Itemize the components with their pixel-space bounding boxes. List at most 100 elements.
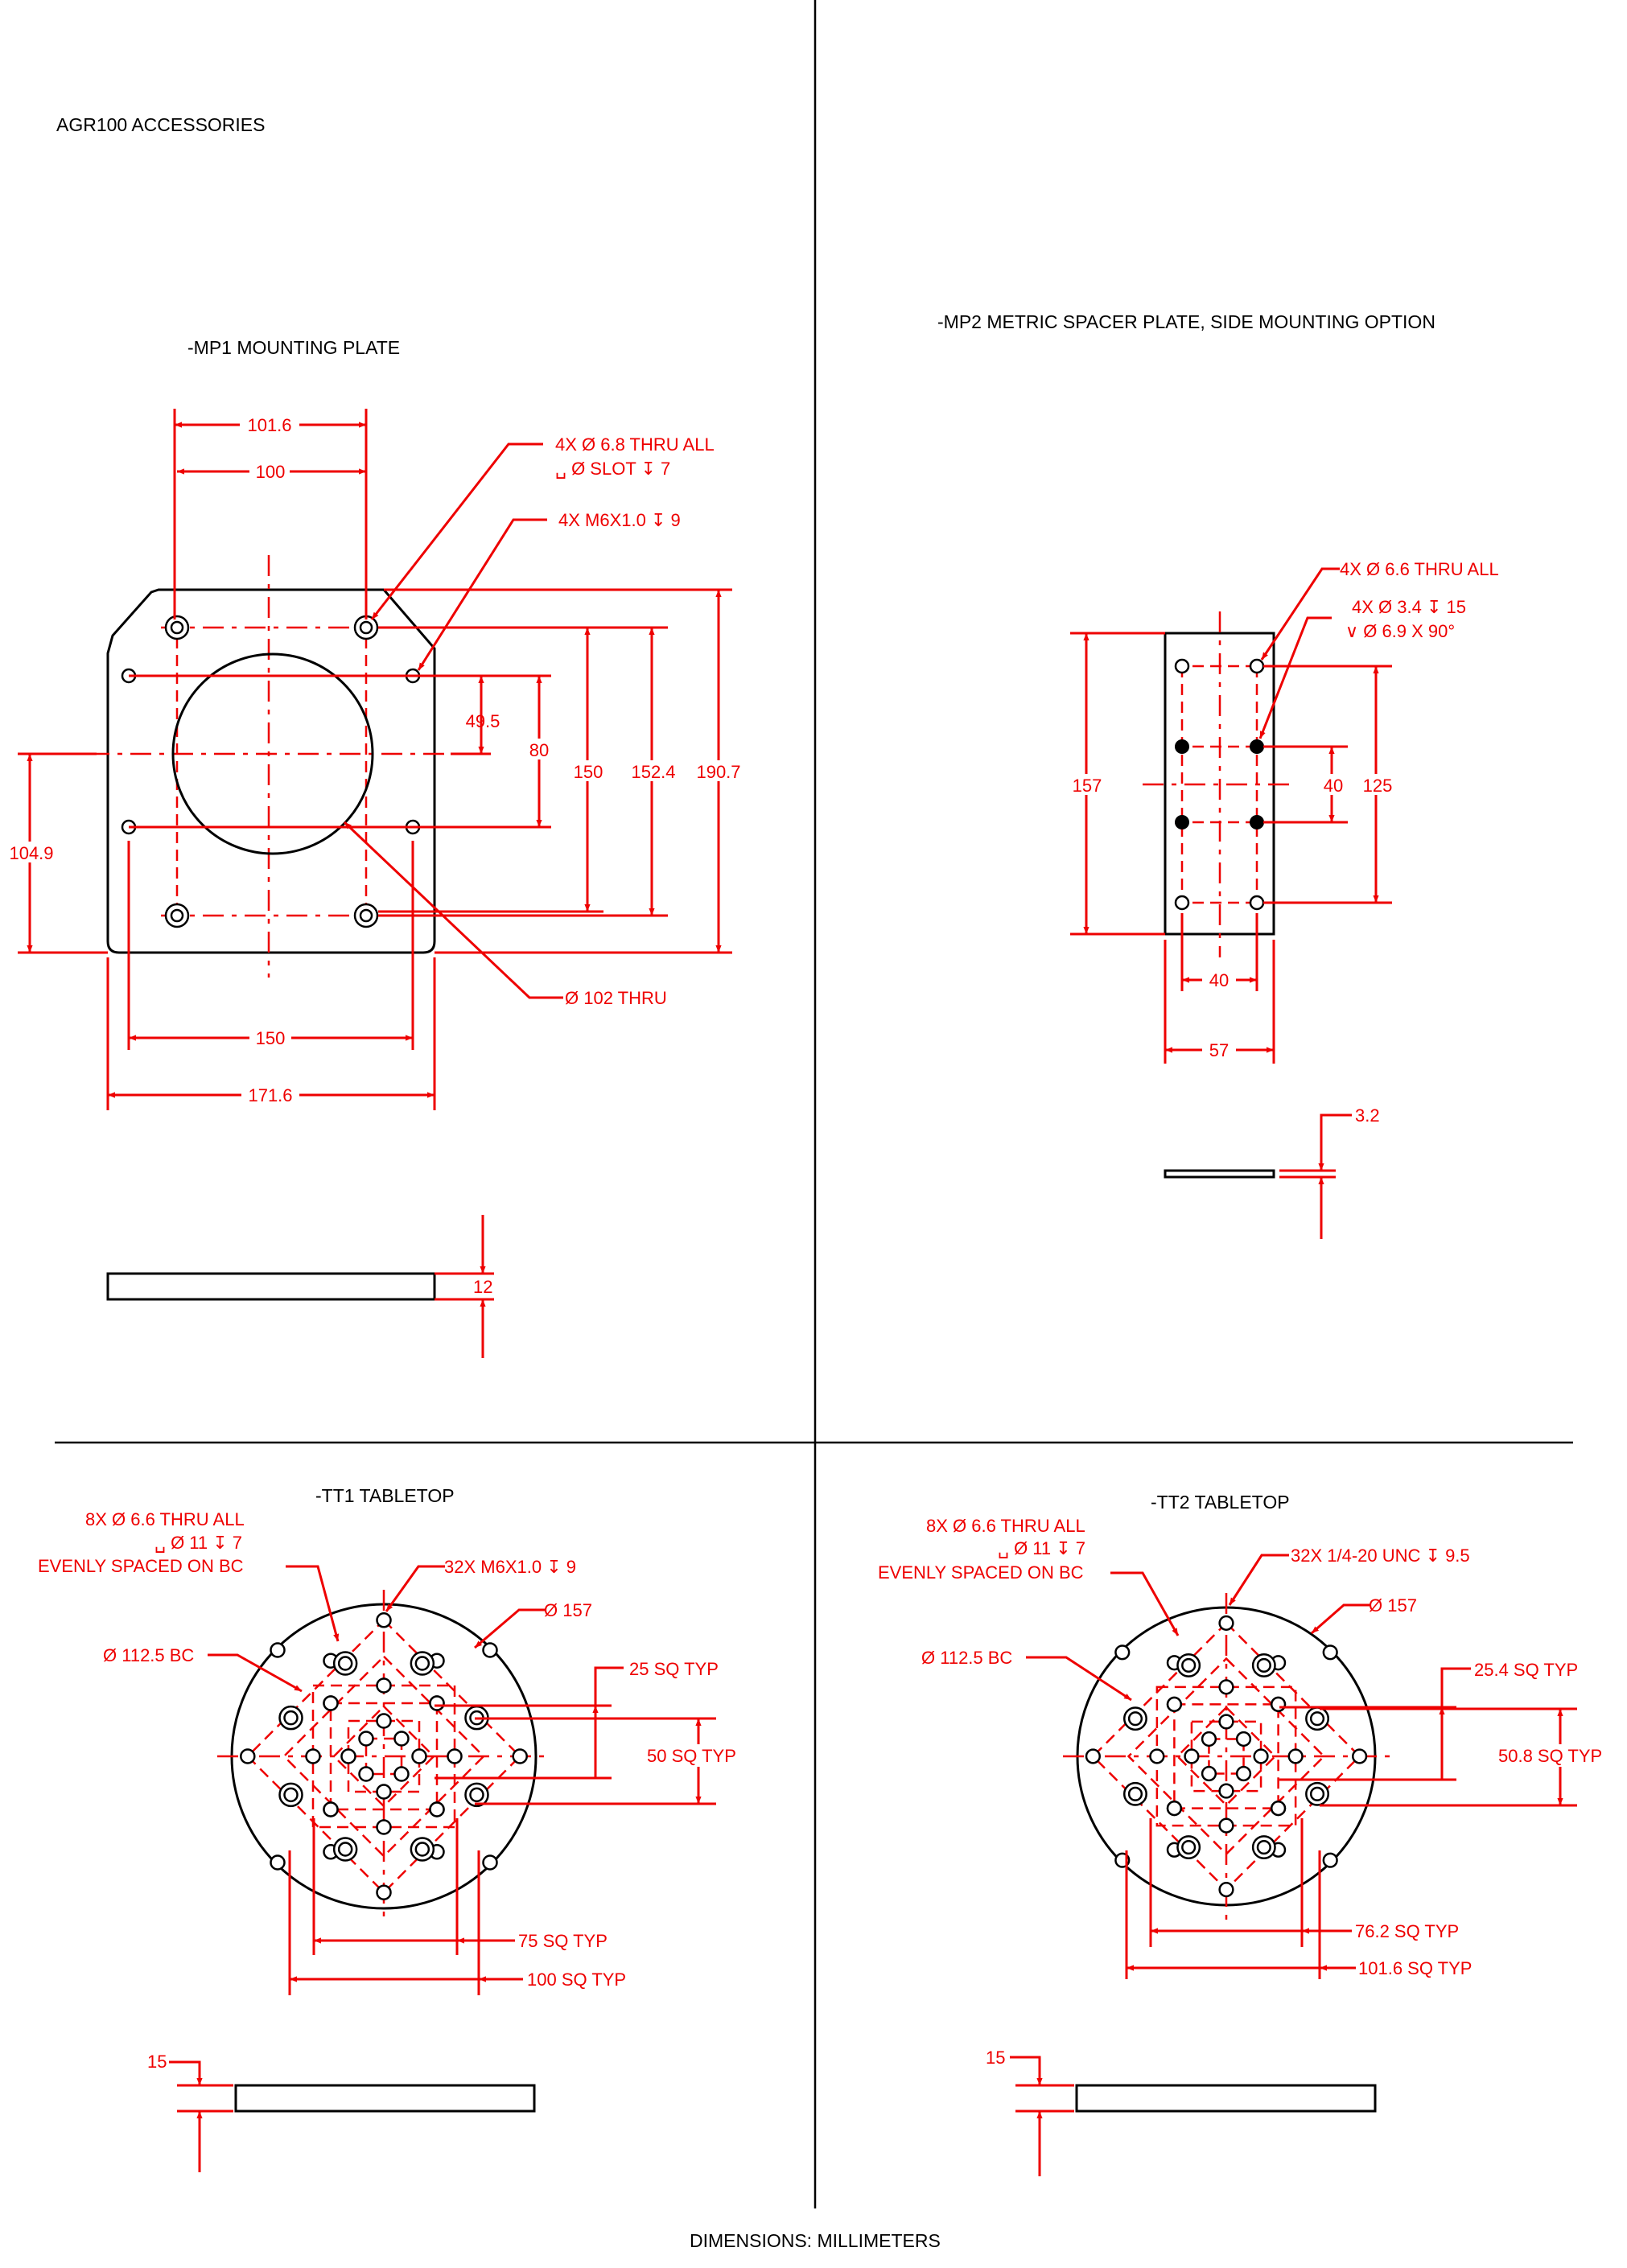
tt1-tapped-hole: [512, 1748, 528, 1764]
mp1-callout-bore: Ø 102 THRU: [565, 988, 667, 1008]
tt1-callout-2: ␣ Ø 11 ↧ 7: [154, 1533, 242, 1553]
tt2-tapped-hole: [1201, 1731, 1217, 1747]
mp1-counterbore-hole: [353, 615, 379, 640]
mp1-dim-bg: [5, 842, 60, 862]
tt2-counterbore-hole: [1176, 1835, 1201, 1859]
tt2-callout-1: 8X Ø 6.6 THRU ALL: [926, 1516, 1085, 1536]
tt2-dim-25-line: [1440, 1667, 1471, 1780]
tt2-view: -TT2 TABLETOP 25.4 SQ TYP 50.8 SQ TYP 76…: [878, 1492, 1614, 2176]
tt1-callout-dia: Ø 157: [544, 1600, 592, 1620]
mp2-dim-bg: [1202, 1039, 1236, 1060]
mp1-dim-bg: [249, 460, 290, 481]
tt1-grid-square: [365, 1737, 403, 1776]
tt2-sq-75: 76.2 SQ TYP: [1355, 1921, 1459, 1941]
tt2-grid-diamond: [1127, 1657, 1326, 1856]
tt1-dim-25-line: [594, 1666, 624, 1778]
mp1-leader-bore: [343, 821, 563, 999]
tt2-pattern: [1063, 1593, 1390, 1920]
tt1-title: -TT1 TABLETOP: [315, 1485, 455, 1506]
mp1-counterbore-hole: [164, 903, 190, 928]
tt1-counterbore-inner: [283, 1787, 299, 1803]
mp1-callout-holes-2: ␣ Ø SLOT ↧ 7: [555, 459, 670, 479]
tt2-callout-tapped: 32X 1/4-20 UNC ↧ 9.5: [1291, 1546, 1470, 1566]
tt1-callout-bc: Ø 112.5 BC: [103, 1645, 194, 1665]
tt1-counterbore-hole: [278, 1782, 303, 1808]
tt2-counterbore-inner: [1127, 1711, 1143, 1727]
mp2-leader-thru: [1260, 567, 1340, 661]
tt1-counterbore-inner: [414, 1656, 430, 1671]
tt1-sq-100: 100 SQ TYP: [527, 1970, 626, 1990]
tt1-sq-25: 25 SQ TYP: [629, 1659, 719, 1679]
tt1-counterbore-inner: [414, 1842, 430, 1857]
tt1-tapped-hole: [358, 1731, 374, 1747]
mp2-callout-cb-1: 4X Ø 3.4 ↧ 15: [1352, 597, 1466, 617]
mp1-dim-150-h: 150: [256, 1028, 286, 1048]
tt1-tapped-hole: [376, 1784, 392, 1800]
mp1-counterbore-hole: [164, 615, 190, 640]
tt1-tapped-hole: [305, 1748, 321, 1764]
mp1-center-bore: [171, 652, 374, 855]
tt1-tapped-hole: [323, 1801, 339, 1817]
mp2-callout-cb-2: ∨ Ø 6.9 X 90°: [1345, 621, 1455, 641]
mp1-title: -MP1 MOUNTING PLATE: [187, 337, 400, 358]
tt2-tapped-hole: [1166, 1696, 1182, 1712]
mp1-callout-holes-1: 4X Ø 6.8 THRU ALL: [555, 434, 715, 455]
tt2-tapped-hole: [1201, 1765, 1217, 1782]
mp1-dim-bg: [241, 1084, 299, 1105]
tt2-side-view: [1075, 2084, 1377, 2113]
tt2-counterbore-hole: [1123, 1781, 1147, 1806]
mp1-counterbore-hole: [353, 903, 379, 928]
tt2-grid-diamond: [1176, 1706, 1277, 1807]
tt2-leader-bc: [1026, 1656, 1132, 1702]
tt2-counterbore-inner: [1256, 1657, 1271, 1673]
tt1-tapped-hole: [376, 1713, 392, 1729]
tt2-counterbore-inner: [1181, 1839, 1197, 1855]
tt1-grid-diamond: [332, 1705, 435, 1808]
tt2-tapped-hole: [1322, 1644, 1338, 1661]
mp2-leader-cb: [1258, 616, 1332, 739]
tt1-callout-tapped: 32X M6X1.0 ↧ 9: [444, 1557, 576, 1577]
tt1-view: -TT1 TABLETOP 25 SQ TYP 50 SQ TYP 75 SQ …: [38, 1485, 748, 2172]
units-note: DIMENSIONS: MILLIMETERS: [690, 2230, 941, 2251]
mp2-side-view: [1164, 1169, 1275, 1179]
tt2-sq-25: 25.4 SQ TYP: [1474, 1660, 1578, 1680]
mp2-dim-157: 157: [1073, 776, 1102, 796]
tt1-grid-square: [329, 1702, 439, 1811]
tt1-counterbore-hole: [410, 1837, 435, 1862]
tt1-tapped-hole: [393, 1731, 410, 1747]
tt1-side-view: [234, 2084, 536, 2113]
mp1-dim-100: 100: [256, 462, 286, 482]
mp2-dim-40-v: 40: [1324, 776, 1343, 796]
tt2-tapped-hole: [1235, 1765, 1252, 1782]
mp1-dim-thickness: 12: [473, 1277, 492, 1297]
tt1-counterbore-inner: [283, 1710, 299, 1726]
mp1-leader-holes: [370, 442, 543, 620]
tt2-callout-3: EVENLY SPACED ON BC: [878, 1562, 1084, 1583]
mp2-dim-bg: [1358, 774, 1398, 795]
tt1-dim-bg: [644, 1744, 748, 1767]
tt2-sq-100: 101.6 SQ TYP: [1358, 1958, 1472, 1978]
tt1-tapped-hole: [447, 1748, 463, 1764]
mp1-dim-80: 80: [529, 740, 549, 760]
mp2-dim-bg: [1315, 774, 1349, 795]
tt2-counterbore-inner: [1309, 1786, 1325, 1801]
mp2-dim-bg: [1069, 774, 1106, 795]
tt2-tapped-hole: [1218, 1714, 1234, 1730]
tt2-tapped-hole: [1287, 1748, 1304, 1764]
mp1-leader-tapped: [417, 518, 547, 671]
mp2-thru-hole: [1174, 658, 1190, 674]
mp1-dim-152-4: 152.4: [631, 762, 675, 782]
mp1-plate-outline: [106, 588, 436, 954]
tt1-sq-75: 75 SQ TYP: [518, 1931, 608, 1951]
sheet-title: AGR100 ACCESSORIES: [56, 114, 266, 135]
tt1-tapped-hole: [376, 1677, 392, 1694]
tt2-tapped-hole: [1253, 1748, 1269, 1764]
tt1-counterbore-inner: [337, 1842, 353, 1857]
tt2-tapped-hole: [1218, 1817, 1234, 1834]
tt2-tapped-hole: [1218, 1679, 1234, 1695]
tt2-tapped-hole: [1184, 1748, 1200, 1764]
tt1-leader-cb: [286, 1565, 340, 1642]
mp1-dim-49-5: 49.5: [466, 711, 500, 731]
tt2-leader-cb: [1110, 1571, 1180, 1636]
